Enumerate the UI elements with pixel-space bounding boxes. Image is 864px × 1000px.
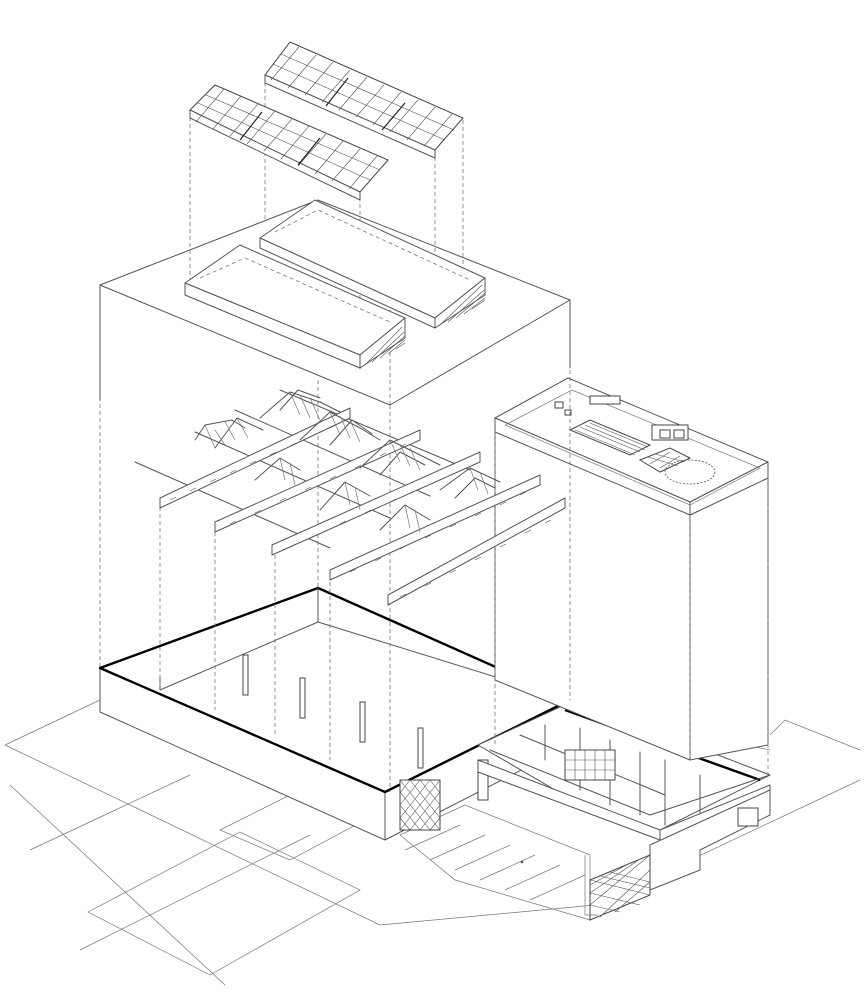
solar-panel-rear xyxy=(264,41,464,159)
annex-ground-floor xyxy=(477,699,771,921)
solar-panel-array xyxy=(189,41,464,201)
sawtooth-roof xyxy=(184,199,486,369)
storage-shelving xyxy=(564,749,616,781)
cross-trusses xyxy=(159,407,566,606)
roof-terrace xyxy=(554,395,716,485)
truss-webs xyxy=(194,389,501,533)
lattice-panel-left xyxy=(399,779,441,831)
building-envelope xyxy=(99,199,571,406)
solar-panel-front xyxy=(189,84,389,201)
lattice-panel-right xyxy=(589,854,651,921)
site-plan xyxy=(4,699,861,986)
roof-trusses xyxy=(134,389,566,606)
parking-lot xyxy=(399,804,591,921)
annex-tower xyxy=(494,377,769,761)
